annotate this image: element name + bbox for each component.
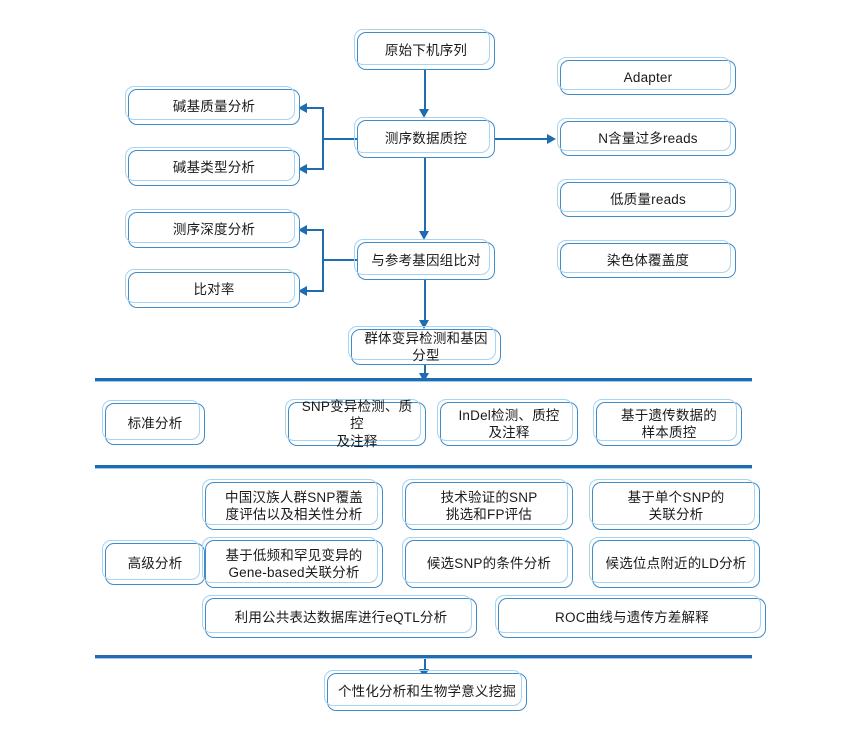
node-genetic-sample-qc[interactable]: 基于遗传数据的 样本质控 <box>593 399 742 446</box>
node-base-type-analysis[interactable]: 碱基类型分析 <box>125 147 300 186</box>
connector-alignment-to-depth <box>306 229 324 232</box>
node-qc[interactable]: 测序数据质控 <box>354 117 495 158</box>
node-tech-validated-snp[interactable]: 技术验证的SNP 挑选和FP评估 <box>402 479 573 530</box>
connector-qc-to-n-reads <box>495 138 549 141</box>
node-gene-based-association-label: 基于低频和罕见变异的 Gene-based关联分析 <box>225 547 363 580</box>
node-base-type-analysis-label: 碱基类型分析 <box>172 160 256 176</box>
connector-qc-left-stem <box>322 138 358 141</box>
connector-qc-to-alignment <box>424 158 427 234</box>
arrow-alignment-to-depth <box>298 224 307 235</box>
node-candidate-snp-conditional[interactable]: 候选SNP的条件分析 <box>402 537 573 588</box>
node-chromosome-coverage[interactable]: 染色体覆盖度 <box>557 240 736 278</box>
arrow-variant-to-standard <box>419 373 429 382</box>
node-n-content-reads[interactable]: N含量过多reads <box>557 118 736 156</box>
connector-alignment-left-stem <box>322 259 358 262</box>
arrow-alignment-to-variant <box>419 320 429 329</box>
node-genetic-sample-qc-label: 基于遗传数据的 样本质控 <box>621 407 717 440</box>
node-qc-label: 测序数据质控 <box>384 131 468 147</box>
node-single-snp-association[interactable]: 基于单个SNP的 关联分析 <box>589 479 760 530</box>
node-ld-analysis-label: 候选位点附近的LD分析 <box>605 556 747 572</box>
node-gene-based-association[interactable]: 基于低频和罕见变异的 Gene-based关联分析 <box>202 537 383 588</box>
node-alignment-label: 与参考基因组比对 <box>371 253 481 269</box>
node-snp-calling[interactable]: SNP变异检测、质控 及注释 <box>285 399 426 449</box>
node-variant-calling[interactable]: 群体变异检测和基因分型 <box>348 326 501 365</box>
connector-alignment-to-variant <box>424 280 427 323</box>
node-ld-analysis[interactable]: 候选位点附近的LD分析 <box>589 537 760 588</box>
node-final-personalized-analysis[interactable]: 个性化分析和生物学意义挖掘 <box>324 670 527 711</box>
node-raw-sequence[interactable]: 原始下机序列 <box>354 29 495 70</box>
arrow-alignment-to-rate <box>298 285 307 296</box>
arrow-raw-to-qc <box>419 109 429 118</box>
node-eqtl-analysis[interactable]: 利用公共表达数据库进行eQTL分析 <box>202 595 477 638</box>
connector-alignment-left-trunk <box>322 229 325 292</box>
node-han-snp-coverage-label: 中国汉族人群SNP覆盖 度评估以及相关性分析 <box>225 489 363 522</box>
node-tech-validated-snp-label: 技术验证的SNP 挑选和FP评估 <box>440 489 538 522</box>
node-candidate-snp-conditional-label: 候选SNP的条件分析 <box>426 556 552 572</box>
connector-qc-to-base-quality <box>306 107 324 110</box>
node-snp-calling-label: SNP变异检测、质控 及注释 <box>301 399 413 449</box>
divider-standard-top <box>95 378 752 383</box>
node-low-quality-reads-label: 低质量reads <box>610 191 686 207</box>
connector-divider-to-final <box>424 657 427 677</box>
connector-qc-to-base-type <box>306 168 324 171</box>
arrow-qc-to-base-quality <box>298 102 307 113</box>
node-alignment-rate-label: 比对率 <box>193 282 235 298</box>
node-indel-calling-label: InDel检测、质控 及注释 <box>458 407 560 440</box>
node-roc-variance[interactable]: ROC曲线与遗传方差解释 <box>495 595 766 638</box>
node-eqtl-analysis-label: 利用公共表达数据库进行eQTL分析 <box>234 610 448 626</box>
divider-standard-bottom <box>95 465 752 470</box>
node-sequencing-depth-analysis-label: 测序深度分析 <box>172 222 256 238</box>
arrow-qc-to-alignment <box>419 231 429 240</box>
node-indel-calling[interactable]: InDel检测、质控 及注释 <box>437 399 578 446</box>
node-roc-variance-label: ROC曲线与遗传方差解释 <box>555 610 709 626</box>
divider-advanced-bottom <box>95 655 752 660</box>
connector-variant-to-standard <box>424 365 427 379</box>
node-low-quality-reads[interactable]: 低质量reads <box>557 179 736 217</box>
node-single-snp-association-label: 基于单个SNP的 关联分析 <box>627 489 725 522</box>
advanced-analysis-label: 高级分析 <box>127 556 183 572</box>
node-base-quality-analysis[interactable]: 碱基质量分析 <box>125 86 300 125</box>
node-alignment-rate[interactable]: 比对率 <box>125 269 300 308</box>
arrow-qc-to-base-type <box>298 163 307 174</box>
node-variant-calling-label: 群体变异检测和基因分型 <box>364 330 488 363</box>
standard-analysis-label: 标准分析 <box>127 416 183 432</box>
node-base-quality-analysis-label: 碱基质量分析 <box>172 99 256 115</box>
arrow-qc-to-n-reads <box>547 133 556 144</box>
connector-alignment-to-rate <box>306 290 324 293</box>
connector-raw-to-qc <box>424 70 427 112</box>
node-raw-sequence-label: 原始下机序列 <box>384 43 468 59</box>
node-advanced-analysis-label-box[interactable]: 高级分析 <box>102 540 205 585</box>
node-sequencing-depth-analysis[interactable]: 测序深度分析 <box>125 209 300 248</box>
node-n-content-reads-label: N含量过多reads <box>598 130 698 146</box>
node-final-personalized-analysis-label: 个性化分析和生物学意义挖掘 <box>337 684 517 700</box>
node-alignment[interactable]: 与参考基因组比对 <box>354 239 495 280</box>
node-adapter[interactable]: Adapter <box>557 57 736 95</box>
node-chromosome-coverage-label: 染色体覆盖度 <box>606 252 690 268</box>
node-han-snp-coverage[interactable]: 中国汉族人群SNP覆盖 度评估以及相关性分析 <box>202 479 383 530</box>
node-standard-analysis-label-box[interactable]: 标准分析 <box>102 400 205 445</box>
node-adapter-label: Adapter <box>623 69 673 85</box>
connector-qc-left-trunk <box>322 107 325 170</box>
